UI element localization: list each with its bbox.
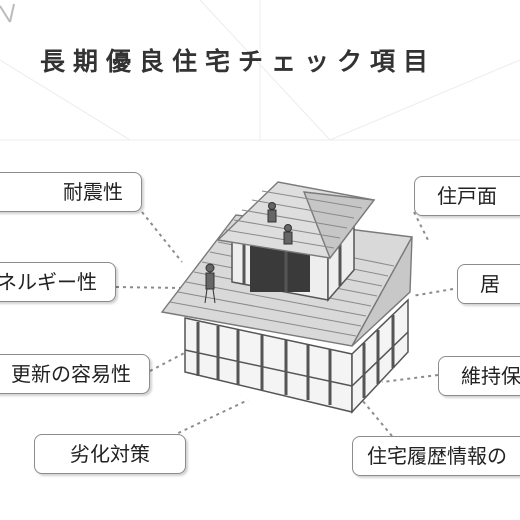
label-koushin-text: 更新の容易性 [11,362,131,386]
page-title: 長期優良住宅チェック項目 [40,47,437,76]
lower-studs [196,315,395,405]
connector-menseki [413,211,429,241]
label-rireki-text: 住宅履歴情報の [367,444,507,468]
connector-rekka [171,399,249,437]
connector-rireki [361,399,393,437]
label-rekka: 劣化対策 [34,434,186,474]
label-menseki-text: 住戸面 [437,184,497,208]
label-iji: 維持保 [438,356,520,396]
label-rireki: 住宅履歴情報の [352,436,520,476]
label-taishin-text: 耐震性 [63,180,123,204]
label-kyo: 居 [457,264,520,304]
label-iji-text: 維持保 [461,364,520,388]
connector-iji [381,374,439,383]
worker-figure [204,202,293,304]
label-energy-text: ネルギー性 [0,270,97,294]
label-taishin: 耐震性 [0,172,142,212]
upper-roof [216,181,376,260]
label-rekka-text: 劣化対策 [70,442,150,466]
connector-koushin [149,349,191,372]
label-menseki: 住戸面 [414,176,520,216]
label-koushin: 更新の容易性 [0,354,150,394]
label-kyo-text: 居 [480,272,500,296]
label-energy: ネルギー性 [0,262,116,302]
